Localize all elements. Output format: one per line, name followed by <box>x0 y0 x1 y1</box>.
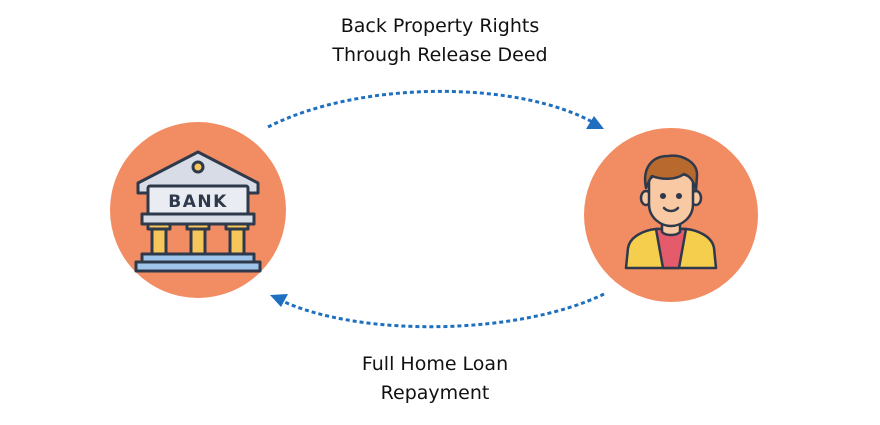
bottom-arrow-head <box>270 294 288 307</box>
top-label-line-1: Back Property Rights <box>340 15 540 37</box>
bottom-label-line-1: Full Home Loan <box>361 353 509 375</box>
bottom-label-line-2: Repayment <box>380 382 490 404</box>
top-arrow-head <box>586 116 604 129</box>
top-arrow-arc <box>267 89 597 129</box>
bottom-arrow-arc <box>279 292 605 329</box>
bottom-arrow-label: Full Home Loan Repayment <box>285 350 585 408</box>
top-label-line-2: Through Release Deed <box>332 44 548 66</box>
person-icon <box>624 154 718 270</box>
top-arrow-label: Back Property Rights Through Release Dee… <box>290 12 590 70</box>
bank-icon <box>134 150 262 273</box>
bank-sign-text: BANK <box>168 192 228 212</box>
